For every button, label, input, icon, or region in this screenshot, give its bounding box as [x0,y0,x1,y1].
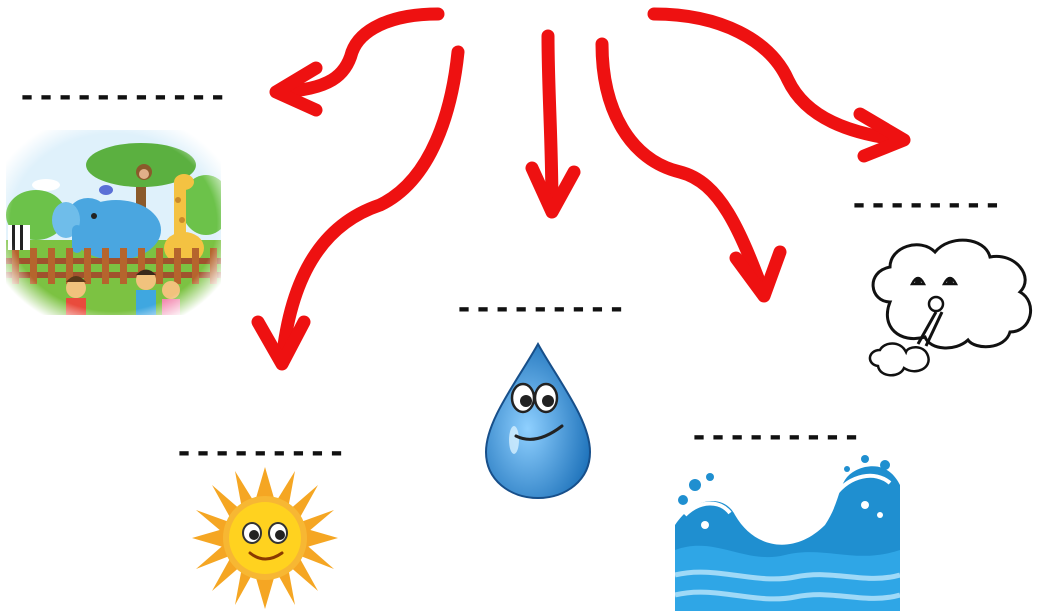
sun-icon [190,465,340,611]
blank-cloud[interactable]: -------- [850,190,1003,220]
arrow-to-sun [282,52,458,362]
blank-zoo[interactable]: ----------- [18,82,228,112]
arrow-to-drop [548,36,552,210]
wind-cloud-icon [860,232,1039,382]
water-drop-icon [478,340,598,500]
blank-wave[interactable]: --------- [690,422,862,452]
zoo-picture [6,130,221,315]
blank-drop[interactable]: --------- [455,294,627,324]
blank-sun[interactable]: --------- [175,438,347,468]
ocean-wave-icon [675,455,900,611]
